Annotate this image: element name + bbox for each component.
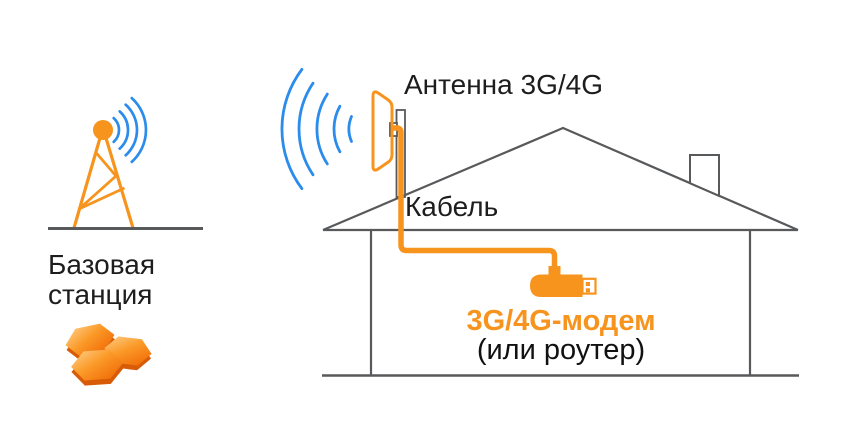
base-station-label: Базовая станция — [48, 250, 155, 310]
antenna-signal-waves-icon — [280, 68, 353, 190]
panel-antenna-icon — [371, 90, 394, 172]
usb-plug — [581, 277, 597, 295]
cell-tower-icon — [72, 120, 135, 229]
modem-alt-label: (или роутер) — [476, 334, 646, 366]
chimney — [689, 154, 720, 198]
usb-modem-icon — [530, 266, 597, 297]
tower-signal-waves-icon — [112, 96, 148, 164]
coax-cable-line — [393, 125, 558, 268]
antenna-label: Антенна 3G/4G — [404, 69, 603, 100]
base-station-label-line1: Базовая — [48, 249, 156, 280]
modem-label: 3G/4G-модем — [466, 305, 656, 337]
cable-label: Кабель — [405, 191, 499, 222]
base-station-label-line2: станция — [48, 279, 153, 310]
honeycomb-cells-icon — [62, 321, 154, 387]
